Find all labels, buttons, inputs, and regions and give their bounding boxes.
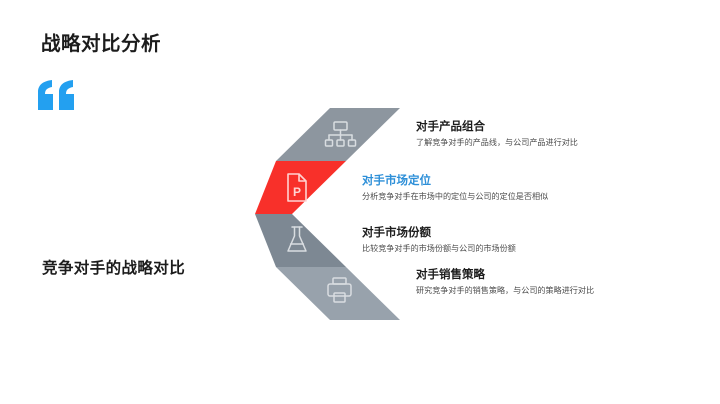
item-description: 比较竞争对手的市场份额与公司的市场份额 <box>362 243 516 253</box>
presentation-file-icon: P <box>287 173 307 202</box>
list-item[interactable]: 对手市场定位 分析竞争对手在市场中的定位与公司的定位是否相似 <box>362 174 548 203</box>
list-item[interactable]: 对手市场份额 比较竞争对手的市场份额与公司的市场份额 <box>362 226 516 255</box>
section-subtitle: 竞争对手的战略对比 <box>42 260 186 277</box>
quote-mark-icon <box>36 78 80 118</box>
chevron-band-1[interactable] <box>276 108 400 161</box>
chevron-band-2[interactable]: P <box>255 161 346 214</box>
chevron-diagram: P <box>248 108 418 320</box>
item-title: 对手市场定位 <box>362 175 431 187</box>
item-description: 分析竞争对手在市场中的定位与公司的定位是否相似 <box>362 191 549 201</box>
svg-text:P: P <box>293 185 301 199</box>
item-description: 研究竞争对手的销售策略，与公司的策略进行对比 <box>416 285 595 295</box>
chevron-band-4[interactable] <box>276 267 400 320</box>
item-title: 对手市场份额 <box>362 227 431 239</box>
printer-icon <box>327 277 352 303</box>
flask-icon <box>287 226 307 252</box>
org-chart-icon <box>324 121 357 147</box>
item-title: 对手产品组合 <box>416 121 485 133</box>
page-title: 战略对比分析 <box>41 33 162 55</box>
item-title: 对手销售策略 <box>416 269 485 281</box>
list-item[interactable]: 对手销售策略 研究竞争对手的销售策略，与公司的策略进行对比 <box>416 268 594 297</box>
item-description: 了解竞争对手的产品线，与公司产品进行对比 <box>416 137 578 147</box>
list-item[interactable]: 对手产品组合 了解竞争对手的产品线，与公司产品进行对比 <box>416 120 578 149</box>
chevron-band-3[interactable] <box>255 214 346 267</box>
